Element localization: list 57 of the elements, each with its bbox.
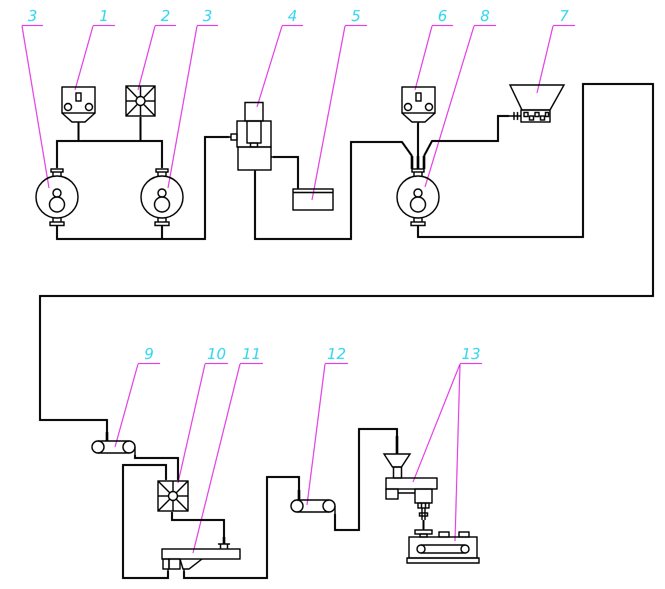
pipe-line [422,520,424,529]
belt-conveyor-symbol [90,432,136,455]
leader-line [306,364,326,506]
callout-number: 3 [197,8,218,26]
callout-number: 4 [282,8,303,26]
callout-number: 10 [205,346,228,364]
pipe-line [183,476,300,579]
leader-line [22,26,50,188]
leader-line [256,26,282,108]
callout-number: 5 [345,8,367,26]
pipe-line [423,115,509,156]
callout-number: 7 [553,8,575,26]
machine-unit-symbol [229,101,273,171]
leader-line [192,364,240,554]
hopper-feeder-symbol [380,436,439,520]
hopper-symbol [61,86,97,123]
leader-line [168,26,198,188]
ball-mill-symbol [35,168,79,226]
leader-line [424,26,474,188]
callout-number: 11 [240,346,263,364]
pipe-line [171,512,225,537]
ball-mill-symbol [140,168,184,226]
conveyor-table-symbol [406,529,480,564]
pipe-line [334,428,398,531]
belt-conveyor-symbol [289,490,336,514]
leader-line [178,364,206,484]
callout-number: 9 [138,346,160,364]
callout-number: 8 [474,8,496,26]
crusher-symbol [157,480,189,512]
tank-symbol [292,188,334,211]
pipe-line [273,156,299,188]
callout-number: 12 [325,346,348,364]
pipe-line [417,123,419,156]
pipe-line [122,464,169,579]
ball-mill-symbol [396,156,440,226]
leader-line [138,26,156,90]
leader-line [454,364,460,542]
callout-number: 13 [460,346,482,364]
funnel-feeder-symbol [509,84,565,124]
pipe-line [254,141,413,240]
crusher-symbol [125,85,156,117]
callout-number: 1 [93,8,115,26]
hopper-symbol [400,86,436,123]
callout-number: 3 [22,8,43,26]
leader-line [414,26,432,90]
pipe-line [39,83,654,432]
callout-number: 6 [432,8,453,26]
pipe-line [134,455,179,480]
leader-line [412,364,460,482]
leader-line [536,26,554,94]
callout-number: 2 [155,8,176,26]
pipe-line [161,136,229,240]
pipe-line [140,117,163,168]
leader-line [74,26,94,90]
leader-line [114,364,138,448]
machine-unit-symbol [161,537,242,571]
leader-line [312,26,346,200]
